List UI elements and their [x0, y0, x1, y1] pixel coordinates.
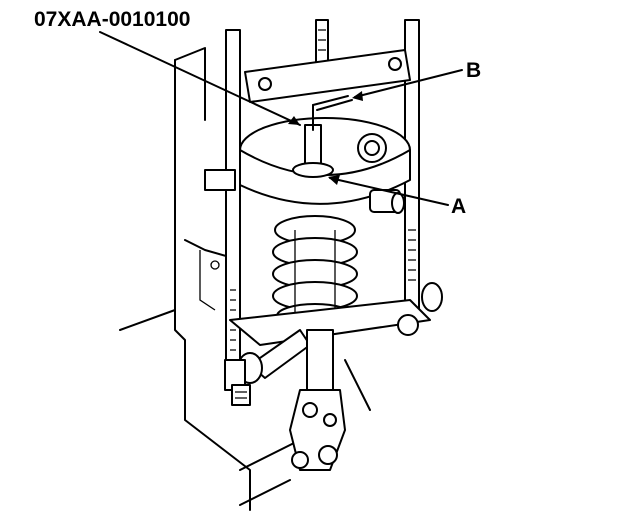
compressor-rods	[225, 19, 420, 391]
leader-lines	[99, 31, 463, 206]
callout-b-label: B	[466, 59, 482, 82]
callout-a-label: A	[451, 195, 467, 218]
top-crossbar	[244, 49, 411, 103]
damper-rod-tool	[292, 95, 353, 178]
lower-spring-seat	[224, 282, 443, 406]
leader-a	[329, 177, 449, 206]
strut-and-knuckle	[289, 329, 371, 471]
tool-part-number-label: 07XAA-0010100	[34, 8, 191, 31]
leader-tool-number	[99, 31, 301, 126]
leader-b	[354, 69, 463, 98]
vehicle-body-outline	[119, 47, 301, 511]
coil-spring	[272, 215, 358, 329]
upper-mount-plate	[204, 117, 411, 214]
